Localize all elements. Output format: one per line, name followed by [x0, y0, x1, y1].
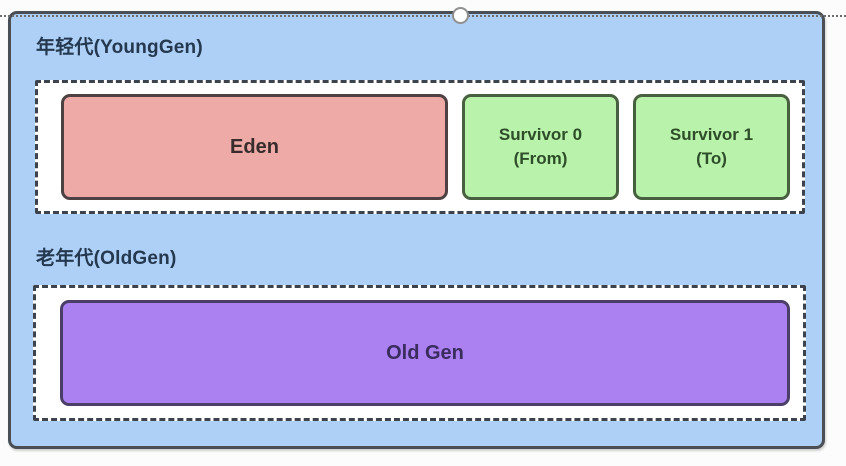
selection-guide-line: [0, 15, 846, 17]
oldgen-title: 老年代(OldGen): [36, 248, 177, 269]
younggen-dashed-zone[interactable]: Eden Survivor 0 (From) Survivor 1 (To): [35, 80, 805, 214]
survivor1-region[interactable]: Survivor 1 (To): [633, 94, 790, 200]
eden-region[interactable]: Eden: [61, 94, 448, 200]
oldgen-region[interactable]: Old Gen: [60, 300, 790, 406]
heap-container[interactable]: 年轻代(YoungGen) Eden Survivor 0 (From) Sur…: [8, 11, 825, 449]
resize-handle-icon[interactable]: [452, 7, 469, 24]
survivor0-region[interactable]: Survivor 0 (From): [462, 94, 619, 200]
oldgen-dashed-zone[interactable]: Old Gen: [33, 285, 806, 421]
younggen-title: 年轻代(YoungGen): [36, 37, 203, 58]
